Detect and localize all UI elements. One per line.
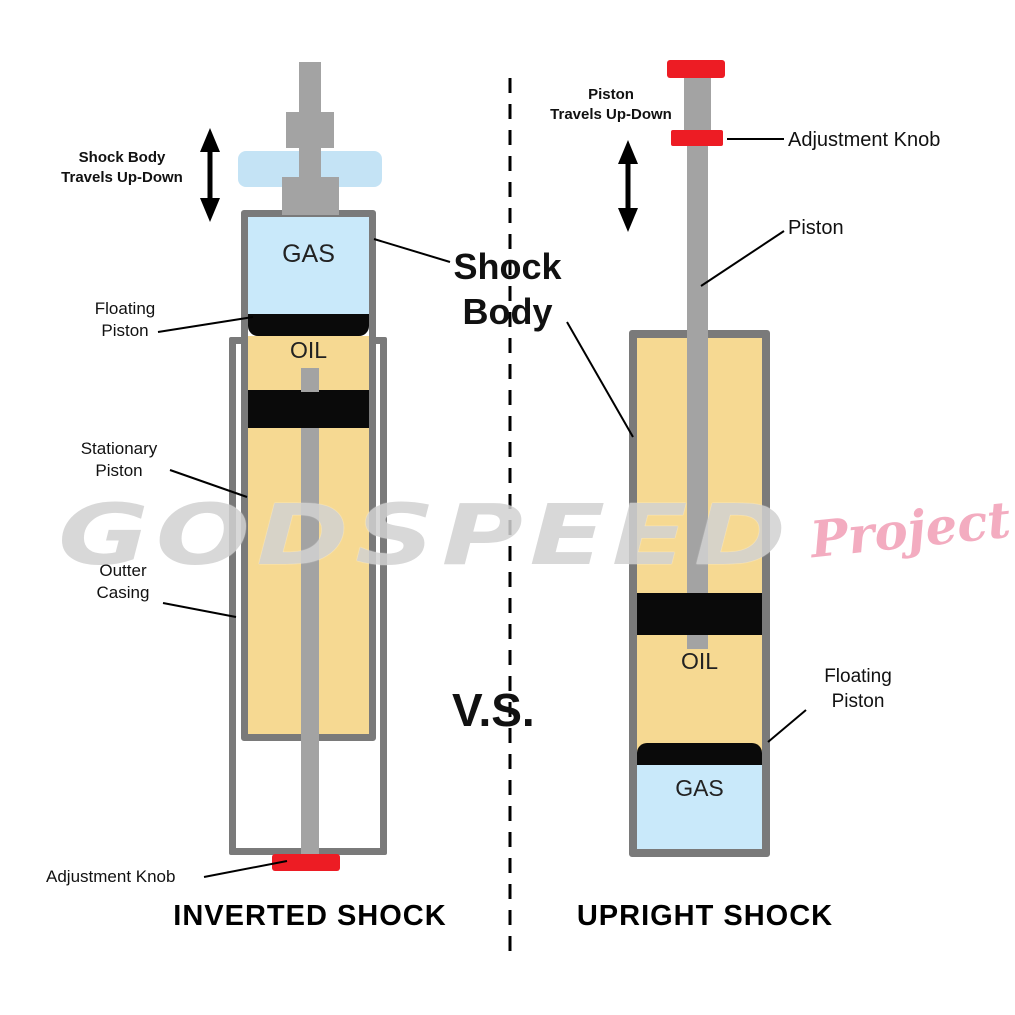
floating-piston-label: Floating Piston [94,299,156,341]
floating-piston-right [637,743,762,765]
godspeed-watermark: GODSPEED [58,486,793,584]
shock-body-leader-right [566,321,634,438]
adjustment-knob-label-right: Adjustment Knob [788,129,941,151]
piston-rod-upper [301,368,319,392]
moving-piston [637,593,762,635]
project-watermark: Project [807,489,1014,570]
travel-label: Shock Body Travels Up-Down [61,149,183,186]
adjustment-knob [272,854,340,871]
floating-piston-leader-right [767,709,807,743]
inverted-shaft-collar-upper [286,112,334,148]
floating-piston [248,314,369,336]
piston-rod-lower [301,428,319,858]
shock-body-label: Shock Body [453,246,562,332]
oil-label: OIL [289,337,328,363]
outer-casing-leader [162,602,237,618]
upright-shock-title: UPRIGHT SHOCK [576,900,834,932]
up-down-arrow-icon-right [618,140,638,232]
stationary-piston [248,390,369,428]
inverted-shaft-collar-lower [282,177,339,215]
up-down-arrow-icon [200,128,220,222]
piston-leader-right [700,230,785,287]
adjustment-knob-right [671,130,723,146]
vs-label: V.S. [452,684,535,736]
piston-travel-label: Piston Travels Up-Down [550,86,672,123]
floating-piston-leader [157,316,254,333]
outer-casing-label: Outter Casing [96,561,150,603]
top-knob [667,60,725,78]
stationary-piston-label: Stationary Piston [80,439,158,481]
oil-label-right: OIL [680,648,719,674]
inverted-shock-title: INVERTED SHOCK [173,900,447,932]
adjustment-knob-label: Adjustment Knob [46,867,176,886]
upright-piston-rod-tip [687,635,708,649]
piston-label: Piston [788,217,844,239]
gas-label: GAS [282,240,335,268]
floating-piston-label-right: Floating Piston [824,666,892,713]
gas-region-right [637,765,762,849]
gas-region [248,217,369,314]
gas-label-right: GAS [675,775,724,801]
upright-shaft-upper [684,78,711,136]
shock-body-leader-left [373,238,451,263]
